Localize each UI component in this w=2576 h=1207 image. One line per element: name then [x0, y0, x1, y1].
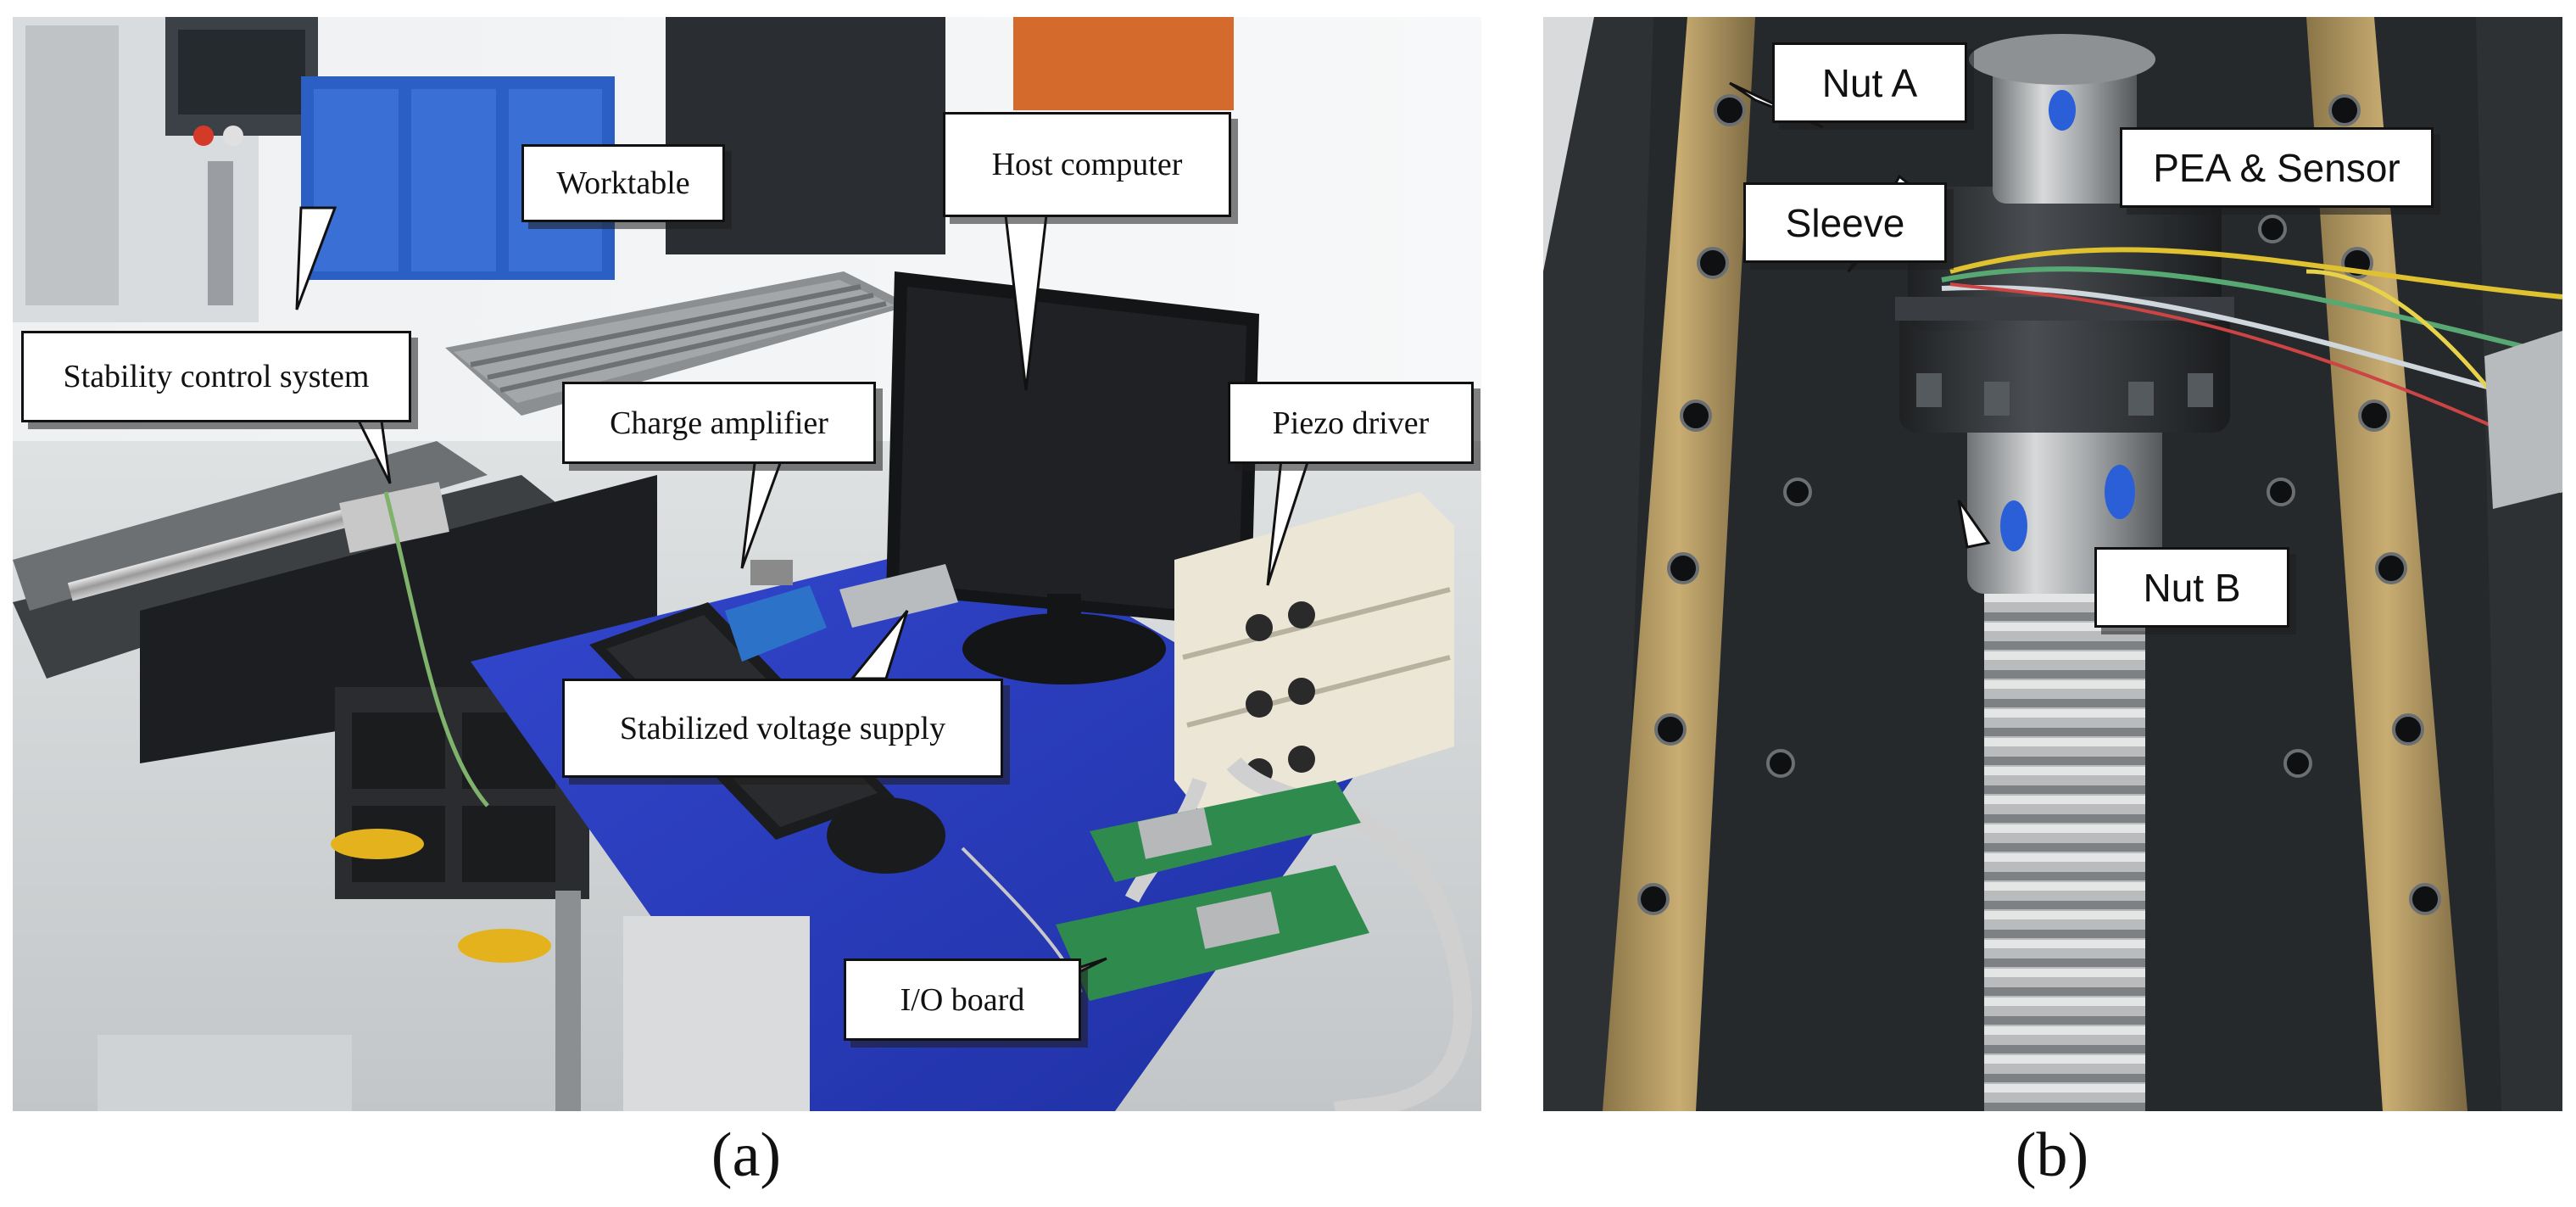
- panel-b-photo: Nut A PEA & Sensor Sleeve Nut B: [1543, 17, 2562, 1111]
- label-worktable: Worktable: [521, 144, 725, 222]
- label-piezo-driver: Piezo driver: [1228, 382, 1474, 464]
- label-charge-amplifier: Charge amplifier: [562, 382, 876, 464]
- label-pea-sensor: PEA & Sensor: [2120, 127, 2434, 208]
- label-stability-control-system: Stability control system: [21, 331, 411, 422]
- label-host-computer: Host computer: [943, 112, 1231, 217]
- label-io-board: I/O board: [844, 958, 1081, 1041]
- label-stabilized-voltage-supply: Stabilized voltage supply: [562, 679, 1003, 778]
- experimental-setup-photo: [13, 17, 1481, 1111]
- caption-a: (a): [711, 1120, 782, 1190]
- nut-assembly-photo: [1543, 17, 2562, 1111]
- label-nut-b: Nut B: [2094, 547, 2289, 628]
- label-nut-a: Nut A: [1772, 42, 1967, 123]
- panel-a-photo: Worktable Host computer Stability contro…: [13, 17, 1481, 1111]
- label-sleeve: Sleeve: [1743, 182, 1947, 263]
- caption-b: (b): [2015, 1120, 2089, 1190]
